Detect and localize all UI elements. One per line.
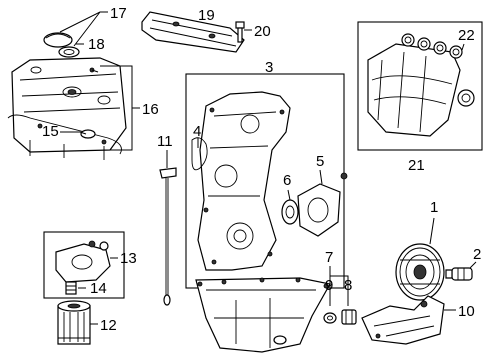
oil-dipstick[interactable] [159,167,177,306]
callout-12: 12 [100,317,117,334]
callout-4: 4 [193,123,201,140]
engine-cover-plate[interactable] [141,11,245,53]
callout-15: 15 [42,123,59,140]
callout-7: 7 [325,249,333,266]
callout-22: 22 [458,27,475,44]
stiffener-bracket[interactable] [361,295,445,345]
oil-pan[interactable] [195,277,331,353]
intake-gaskets[interactable] [401,33,463,59]
callout-13: 13 [120,250,137,267]
oil-seal[interactable] [281,199,299,225]
callout-16: 16 [142,101,159,118]
oil-filter[interactable] [57,300,91,345]
intake-manifold[interactable] [367,43,475,137]
callout-11: 11 [157,133,173,150]
cover-bolt[interactable] [235,21,245,43]
callout-19: 19 [198,7,215,24]
side-cover[interactable] [297,172,348,237]
callout-10: 10 [458,303,475,320]
callout-21: 21 [408,157,425,174]
timing-chain-case[interactable] [197,91,291,271]
callout-5: 5 [316,153,324,170]
drain-washer[interactable] [323,312,337,324]
callout-18: 18 [88,36,105,53]
callout-14: 14 [90,280,107,297]
crankshaft-pulley[interactable] [395,243,445,301]
oil-filter-housing-frame [43,231,125,299]
case-gasket[interactable] [191,137,208,171]
callout-6: 6 [283,172,291,189]
callout-17: 17 [110,5,127,22]
callout-1: 1 [430,199,438,216]
callout-3: 3 [265,59,273,76]
callout-9: 9 [325,277,333,294]
sensor[interactable] [445,267,473,281]
callout-2: 2 [473,246,481,263]
oil-filler-cap[interactable] [43,32,80,58]
intake-manifold-frame [357,21,483,151]
valve-cover[interactable] [7,57,127,160]
callout-20: 20 [254,23,271,40]
drain-bolt[interactable] [341,309,357,325]
callout-8: 8 [344,277,352,294]
oil-filter-housing[interactable] [55,240,111,283]
filter-adapter[interactable] [65,281,77,295]
